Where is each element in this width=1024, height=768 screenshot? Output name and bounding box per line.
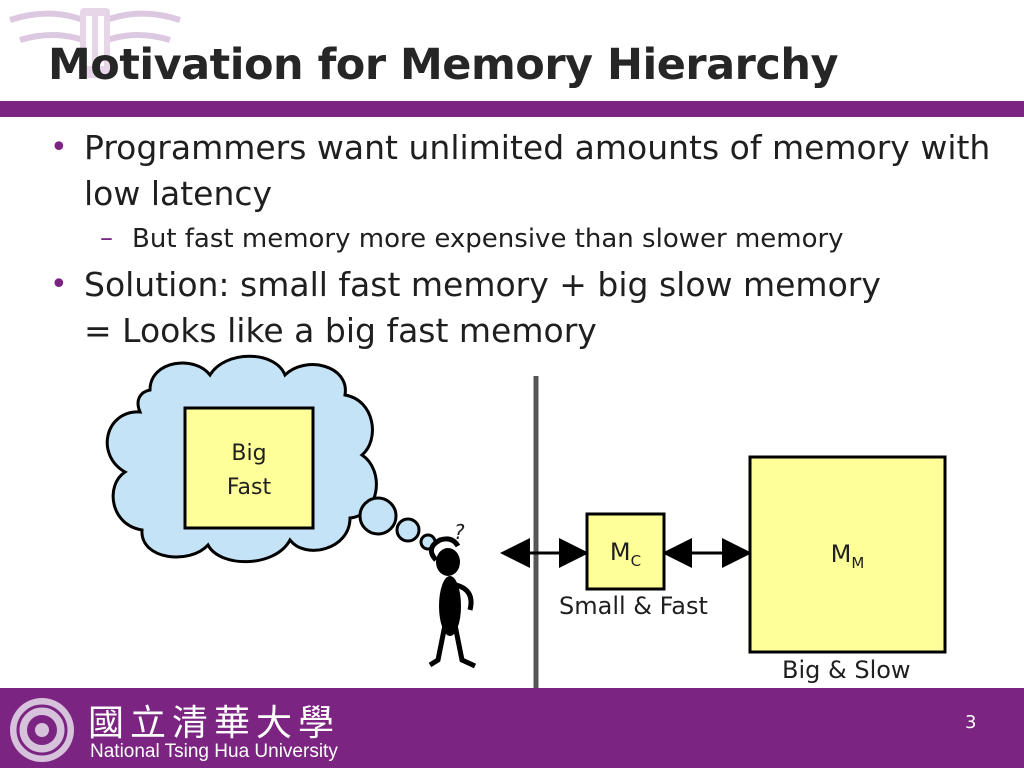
sub-bullet-marker: – <box>100 223 113 253</box>
title-divider-bar <box>0 101 1024 117</box>
bullet-2-line-1: Solution: small fast memory + big slow m… <box>84 265 881 304</box>
bullet-1-line-2: low latency <box>84 174 273 213</box>
university-name-cjk: 國立清華大學 <box>88 703 341 744</box>
cache-label-main: M <box>609 538 631 566</box>
question-mark: ? <box>454 520 465 544</box>
page-number: 3 <box>965 712 977 733</box>
big-fast-label: Big Fast <box>185 437 313 505</box>
cache-box <box>585 512 666 591</box>
big-fast-line-1: Big <box>231 441 267 466</box>
university-seal-icon <box>10 698 74 762</box>
cache-label: MC <box>587 538 664 570</box>
main-memory-caption: Big & Slow <box>782 656 911 684</box>
main-memory-label-main: M <box>830 540 852 568</box>
bullet-item-1: • Programmers want unlimited amounts of … <box>50 125 1004 217</box>
bullet-marker: • <box>50 267 68 302</box>
university-name-en: National Tsing Hua University <box>90 741 338 762</box>
sub-bullet-text: But fast memory more expensive than slow… <box>132 224 844 254</box>
bullet-item-2: • Solution: small fast memory + big slow… <box>50 262 1004 354</box>
thought-bubble-1 <box>358 496 398 536</box>
main-memory-box <box>748 455 947 654</box>
cache-label-subscript: C <box>630 551 642 570</box>
bullet-1-line-1: Programmers want unlimited amounts of me… <box>84 128 991 167</box>
stick-figure-icon <box>428 536 477 669</box>
footer-bar: 國立清華大學 National Tsing Hua University 3 <box>0 688 1024 768</box>
thought-bubble-2 <box>395 517 421 543</box>
main-memory-label-subscript: M <box>851 553 865 572</box>
bullet-2-line-2: = Looks like a big fast memory <box>84 311 597 350</box>
big-fast-line-2: Fast <box>226 475 272 500</box>
slide-title: Motivation for Memory Hierarchy <box>48 40 838 90</box>
cache-caption: Small & Fast <box>559 592 708 620</box>
sub-bullet-item: – But fast memory more expensive than sl… <box>100 223 844 254</box>
university-logo-watermark <box>9 8 181 78</box>
big-fast-box <box>183 406 315 530</box>
main-memory-label: MM <box>750 540 945 572</box>
bullet-marker: • <box>50 130 68 165</box>
